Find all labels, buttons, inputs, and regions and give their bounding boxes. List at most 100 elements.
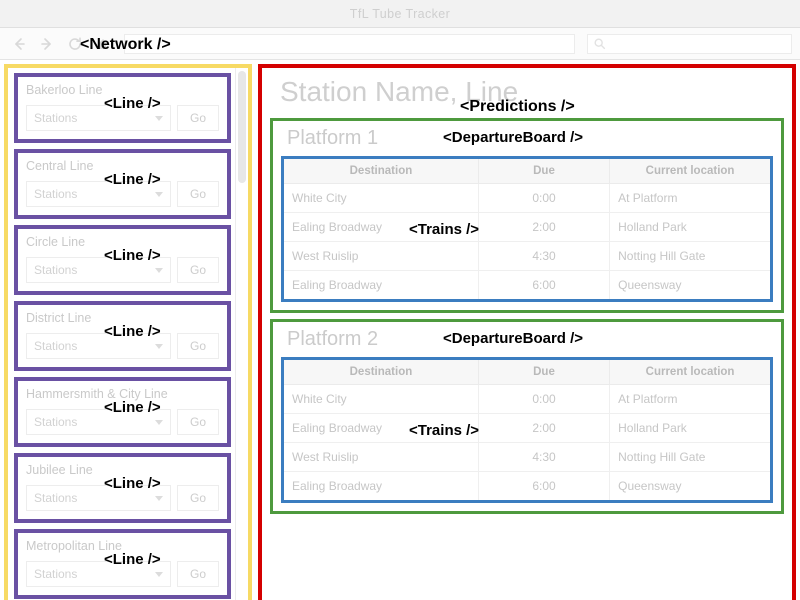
line-name-label: District Line — [26, 311, 92, 325]
column-header-destination: Destination — [284, 360, 479, 385]
forward-arrow-icon[interactable] — [36, 33, 58, 55]
cell-location: Queensway — [618, 479, 682, 493]
chevron-down-icon — [155, 267, 163, 273]
station-select[interactable]: Stations — [26, 561, 171, 587]
go-button[interactable]: Go — [177, 333, 219, 359]
address-bar-input[interactable] — [124, 33, 575, 54]
table-row: White City 0:00 At Platform — [284, 384, 770, 414]
cell-destination: White City — [284, 183, 479, 213]
back-arrow-icon[interactable] — [8, 33, 30, 55]
line-controls: Stations Go — [26, 181, 219, 207]
cell-due: 2:00 — [478, 413, 611, 443]
station-select[interactable]: Stations — [26, 485, 171, 511]
go-button[interactable]: Go — [177, 181, 219, 207]
line-name-label: Bakerloo Line — [26, 83, 103, 97]
station-select[interactable]: Stations — [26, 257, 171, 283]
station-select[interactable]: Stations — [26, 409, 171, 435]
cell-location: Queensway — [618, 278, 682, 292]
station-select-placeholder: Stations — [34, 111, 78, 125]
platform-title: Platform 2 — [287, 328, 379, 350]
line-controls: Stations Go — [26, 257, 219, 283]
line-name-label: Jubilee Line — [26, 463, 93, 477]
network-scrollbar[interactable] — [235, 68, 248, 600]
window-title: TfL Tube Tracker — [349, 6, 451, 21]
station-select-placeholder: Stations — [34, 415, 78, 429]
column-header-destination: Destination — [284, 159, 479, 184]
table-row: West Ruislip 4:30 Notting Hill Gate — [284, 241, 770, 271]
column-header-location: Current location — [609, 360, 770, 385]
cell-destination: Ealing Broadway — [284, 212, 479, 242]
cell-location: Notting Hill Gate — [609, 442, 770, 472]
reload-icon[interactable] — [64, 33, 86, 55]
cell-due: 6:00 — [478, 270, 611, 299]
go-button[interactable]: Go — [177, 105, 219, 131]
network-scrollbar-thumb[interactable] — [238, 71, 246, 183]
cell-due: 2:00 — [478, 212, 611, 242]
cell-location: At Platform — [609, 183, 770, 213]
trains-table: Destination Due Current location White C… — [284, 360, 770, 500]
go-button[interactable]: Go — [177, 561, 219, 587]
departure-board: Platform 1 <DepartureBoard /> Destinatio… — [270, 118, 784, 313]
station-select-placeholder: Stations — [34, 567, 78, 581]
line-card[interactable]: Central Line Stations Go <Line /> — [14, 149, 231, 219]
trains-table: Destination Due Current location White C… — [284, 159, 770, 299]
table-row: Ealing Broadway 2:00 Holland Park — [284, 413, 770, 443]
browser-toolbar: <Network /> — [0, 28, 800, 60]
trains-component: Destination Due Current location White C… — [281, 357, 773, 503]
home-icon[interactable] — [92, 33, 114, 55]
go-button[interactable]: Go — [177, 257, 219, 283]
line-name-label: Central Line — [26, 159, 94, 173]
window-titlebar: TfL Tube Tracker — [0, 0, 800, 28]
table-row: Ealing Broadway 2:00 Holland Park — [284, 212, 770, 242]
cell-destination: White City — [284, 384, 479, 414]
network-line-list: Bakerloo Line Stations Go <Line /> Centr… — [8, 68, 235, 600]
cell-due: 0:00 — [478, 384, 611, 414]
page-viewport: Bakerloo Line Stations Go <Line /> Centr… — [0, 60, 800, 600]
line-card[interactable]: Hammersmith & City Line Stations Go <Lin… — [14, 377, 231, 447]
station-select[interactable]: Stations — [26, 105, 171, 131]
line-card[interactable]: Bakerloo Line Stations Go <Line /> — [14, 73, 231, 143]
cell-location: At Platform — [609, 384, 770, 414]
cell-location: Holland Park — [609, 212, 770, 242]
column-header-location: Current location — [609, 159, 770, 184]
line-name-label: Circle Line — [26, 235, 86, 249]
cell-due: 4:30 — [478, 442, 611, 472]
toolbar-search-input[interactable] — [587, 33, 792, 54]
line-controls: Stations Go — [26, 333, 219, 359]
station-select-placeholder: Stations — [34, 263, 78, 277]
network-component: Bakerloo Line Stations Go <Line /> Centr… — [4, 64, 252, 600]
line-controls: Stations Go — [26, 561, 219, 587]
cell-due: 4:30 — [478, 241, 611, 271]
cell-destination: Ealing Broadway — [284, 413, 479, 443]
chevron-down-icon — [155, 191, 163, 197]
line-card[interactable]: Jubilee Line Stations Go <Line /> — [14, 453, 231, 523]
table-row: Ealing Broadway 6:00 Queensway — [284, 471, 770, 500]
station-select[interactable]: Stations — [26, 333, 171, 359]
chevron-down-icon — [155, 571, 163, 577]
line-name-label: Hammersmith & City Line — [26, 387, 168, 401]
cell-due: 0:00 — [478, 183, 611, 213]
chevron-down-icon — [155, 343, 163, 349]
line-card[interactable]: District Line Stations Go <Line /> — [14, 301, 231, 371]
go-button[interactable]: Go — [177, 485, 219, 511]
station-select-placeholder: Stations — [34, 339, 78, 353]
table-header-row: Destination Due Current location — [284, 159, 770, 184]
cell-destination: Ealing Broadway — [284, 471, 479, 500]
line-controls: Stations Go — [26, 409, 219, 435]
station-select-placeholder: Stations — [34, 491, 78, 505]
search-icon — [594, 38, 606, 50]
departure-board: Platform 2 <DepartureBoard /> Destinatio… — [270, 319, 784, 514]
table-row: White City 0:00 At Platform — [284, 183, 770, 213]
station-select[interactable]: Stations — [26, 181, 171, 207]
go-button[interactable]: Go — [177, 409, 219, 435]
cell-destination: West Ruislip — [284, 442, 479, 472]
column-header-due: Due — [478, 360, 611, 385]
line-name-label: Metropolitan Line — [26, 539, 122, 553]
table-row: Ealing Broadway 6:00 Queensway — [284, 270, 770, 299]
trains-component: Destination Due Current location White C… — [281, 156, 773, 302]
station-select-placeholder: Stations — [34, 187, 78, 201]
line-card[interactable]: Circle Line Stations Go <Line /> — [14, 225, 231, 295]
cell-location: Holland Park — [609, 413, 770, 443]
line-card[interactable]: Metropolitan Line Stations Go <Line /> — [14, 529, 231, 599]
